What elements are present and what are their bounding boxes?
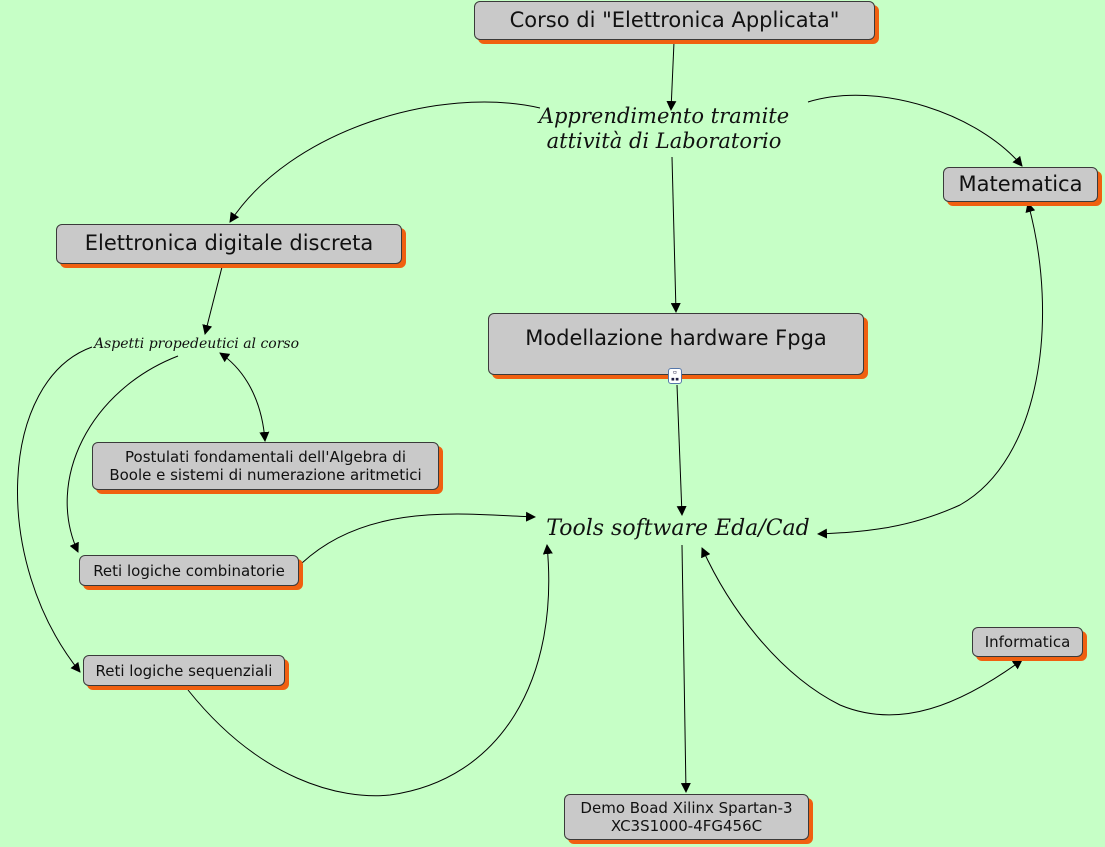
node-reti-combinatorie[interactable]: Reti logiche combinatorie [79, 555, 299, 586]
edge-aspetti-sequenziali [17, 346, 93, 673]
concept-apprendimento[interactable]: Apprendimento tramite attività di Labora… [528, 104, 800, 154]
concept-apprendimento-line2: attività di Laboratorio [546, 129, 782, 154]
edge-aspetti-postulati [219, 352, 270, 442]
node-postulati-line2: Boole e sistemi di numerazione aritmetic… [109, 466, 422, 484]
edge-combinatorie-tools [301, 511, 536, 564]
concept-apprendimento-line1: Apprendimento tramite [538, 104, 790, 128]
edge-sequenziali-tools [187, 544, 553, 797]
concept-tools[interactable]: Tools software Eda/Cad [546, 516, 810, 541]
node-corso[interactable]: Corso di "Elettronica Applicata" [474, 1, 875, 40]
edge-matematica-tools [817, 202, 1044, 539]
edge-corso-apprendimento [666, 41, 677, 111]
edge-elettronica-aspetti [202, 266, 223, 335]
node-demo-board-line1: Demo Boad Xilinx Spartan-3 [580, 799, 793, 817]
node-postulati[interactable]: Postulati fondamentali dell'Algebra di B… [92, 442, 439, 490]
edge-apprendimento-modellazione [670, 156, 681, 313]
edge-tools-demo [680, 544, 691, 793]
edge-modellazione-tools [676, 384, 687, 516]
node-elettronica-digitale[interactable]: Elettronica digitale discreta [56, 224, 402, 264]
edge-informatica-tools [701, 547, 1023, 716]
node-modellazione[interactable]: Modellazione hardware Fpga [488, 313, 864, 375]
node-demo-board[interactable]: Demo Boad Xilinx Spartan-3 XC3S1000-4FG4… [564, 794, 809, 840]
node-demo-board-line2: XC3S1000-4FG456C [610, 817, 763, 835]
edge-apprendimento-elettronica [229, 101, 541, 223]
map-link-icon[interactable]: ▫▪▪ [668, 368, 682, 384]
node-informatica[interactable]: Informatica [972, 627, 1083, 657]
concept-aspetti[interactable]: Aspetti propedeutici al corso [94, 336, 300, 352]
node-matematica[interactable]: Matematica [943, 167, 1098, 202]
edge-aspetti-combinatorie [66, 355, 179, 553]
node-postulati-line1: Postulati fondamentali dell'Algebra di [125, 448, 406, 466]
node-reti-sequenziali[interactable]: Reti logiche sequenziali [83, 655, 285, 686]
edge-apprendimento-matematica [807, 94, 1023, 167]
